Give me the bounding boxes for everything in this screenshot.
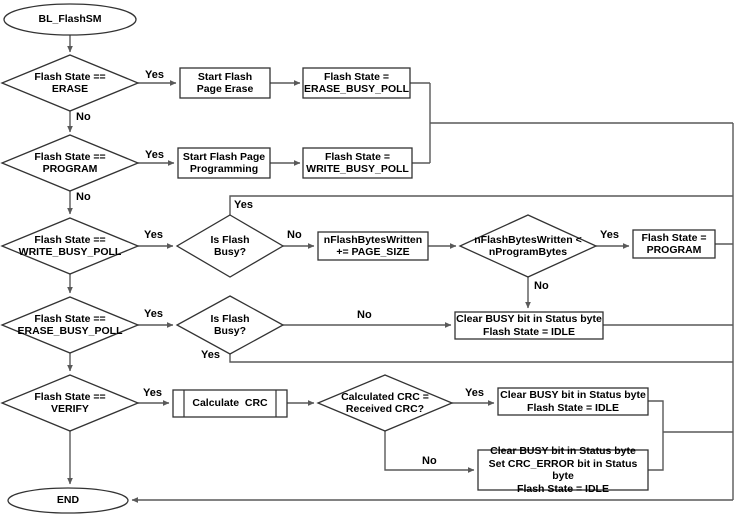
edge-label-erasepoll-yes: Yes [143, 308, 164, 320]
process-program-shape [632, 229, 716, 259]
node-shapes [0, 3, 716, 514]
edge-label-crc-no: No [421, 455, 438, 467]
connector-busy1-yes-up [229, 195, 733, 215]
process-start-erase-shape [179, 67, 271, 99]
edge-label-erase-no: No [75, 111, 92, 123]
decision-busy1-shape [175, 214, 285, 278]
decision-verify-shape [0, 374, 140, 432]
end-terminator-shape [7, 487, 129, 514]
decision-crc-shape [316, 374, 454, 432]
edge-label-writepoll-yes: Yes [143, 229, 164, 241]
decision-erase-shape [0, 54, 140, 112]
decision-bytes-shape [458, 214, 598, 278]
edge-label-busy1-yes: Yes [233, 199, 254, 211]
edge-label-busy1-no: No [286, 229, 303, 241]
connectors [67, 35, 734, 503]
process-erase-busy-shape [302, 67, 411, 99]
process-bytes-shape [317, 231, 429, 261]
connector-crc-no [384, 431, 475, 473]
process-write-busy-shape [302, 147, 413, 179]
edge-label-busy2-yes: Yes [200, 349, 221, 361]
connector-busy2-yes-down [229, 354, 733, 363]
edge-label-program-yes: Yes [144, 149, 165, 161]
decision-program-shape [0, 134, 140, 192]
process-crc-error-shape [477, 449, 649, 491]
edge-label-bytes-no: No [533, 280, 550, 292]
decision-busy2-shape [175, 295, 285, 355]
connector-crcerror-out [648, 432, 664, 471]
connector-clearidle2-out [648, 400, 664, 432]
start-terminator-shape [3, 3, 137, 36]
edge-label-bytes-yes: Yes [599, 229, 620, 241]
edge-label-crc-yes: Yes [464, 387, 485, 399]
decision-write-poll-shape [0, 217, 140, 275]
process-start-program-shape [177, 147, 271, 179]
edge-label-program-no: No [75, 191, 92, 203]
process-clear-idle1-shape [454, 311, 604, 340]
edge-label-verify-yes: Yes [142, 387, 163, 399]
edge-label-erase-yes: Yes [144, 69, 165, 81]
edge-label-busy2-no: No [356, 309, 373, 321]
predefined-calc-crc-shape [172, 389, 288, 418]
process-clear-idle2-shape [497, 387, 649, 416]
decision-erase-poll-shape [0, 296, 140, 354]
